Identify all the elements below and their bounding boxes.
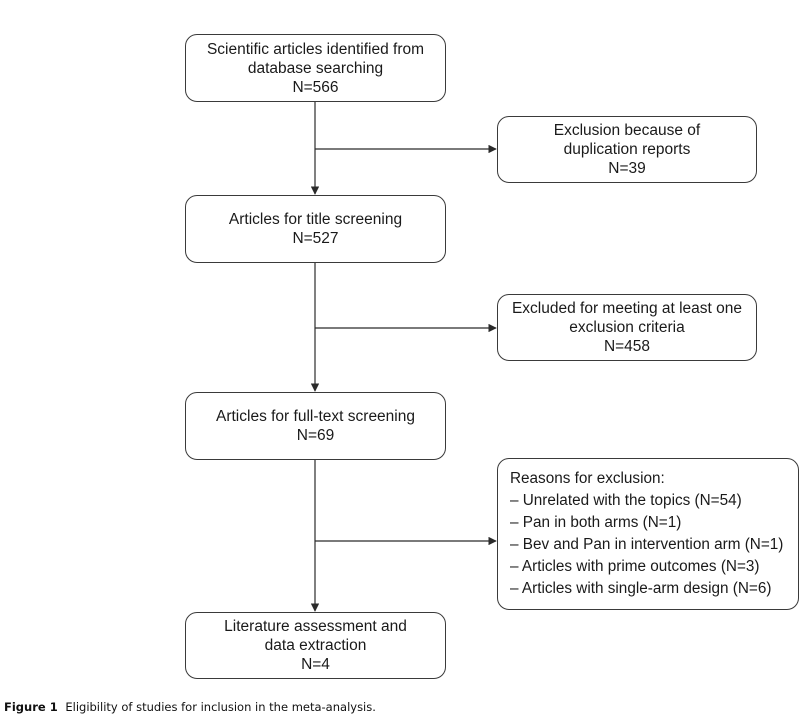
duplicates-line-1: Exclusion because of <box>553 122 701 139</box>
figure-caption-text: Eligibility of studies for inclusion in … <box>65 700 376 714</box>
reason-item: – Articles with single-arm design (N=6) <box>510 580 772 597</box>
identified-records-box: Scientific articles identified from data… <box>185 34 446 102</box>
exclusion-reasons-box: Reasons for exclusion: – Unrelated with … <box>497 458 799 610</box>
final-line-2: data extraction <box>264 637 367 654</box>
final-line-1: Literature assessment and <box>224 618 407 635</box>
final-count: N=4 <box>301 656 330 673</box>
identified-count: N=566 <box>292 78 339 96</box>
figure-label: Figure 1 <box>4 700 58 714</box>
figure-caption: Figure 1 Eligibility of studies for incl… <box>4 700 376 714</box>
fulltext-screening-box: Articles for full-text screening N=69 <box>185 392 446 460</box>
reason-item: – Articles with prime outcomes (N=3) <box>510 558 760 575</box>
final-assessment-box: Literature assessment and data extractio… <box>185 612 446 679</box>
duplicates-line-2: duplication reports <box>563 141 691 158</box>
excluded-count: N=458 <box>603 338 651 355</box>
duplicates-count: N=39 <box>608 160 646 177</box>
fulltext-screening-count: N=69 <box>296 427 335 444</box>
identified-line-2: database searching <box>247 59 384 77</box>
excluded-line-1: Excluded for meeting at least one <box>511 300 743 317</box>
reason-item: – Pan in both arms (N=1) <box>510 514 682 531</box>
title-screening-label: Articles for title screening <box>228 211 403 228</box>
excluded-line-2: exclusion criteria <box>569 319 685 336</box>
title-screening-box: Articles for title screening N=527 <box>185 195 446 263</box>
reasons-heading: Reasons for exclusion: <box>510 470 665 487</box>
reason-item: – Unrelated with the topics (N=54) <box>510 492 742 509</box>
identified-line-1: Scientific articles identified from <box>206 40 425 58</box>
reason-item: – Bev and Pan in intervention arm (N=1) <box>510 536 784 553</box>
title-screening-count: N=527 <box>292 230 339 247</box>
duplicates-exclusion-box: Exclusion because of duplication reports… <box>497 116 757 183</box>
criteria-exclusion-box: Excluded for meeting at least one exclus… <box>497 294 757 361</box>
fulltext-screening-label: Articles for full-text screening <box>216 408 415 425</box>
